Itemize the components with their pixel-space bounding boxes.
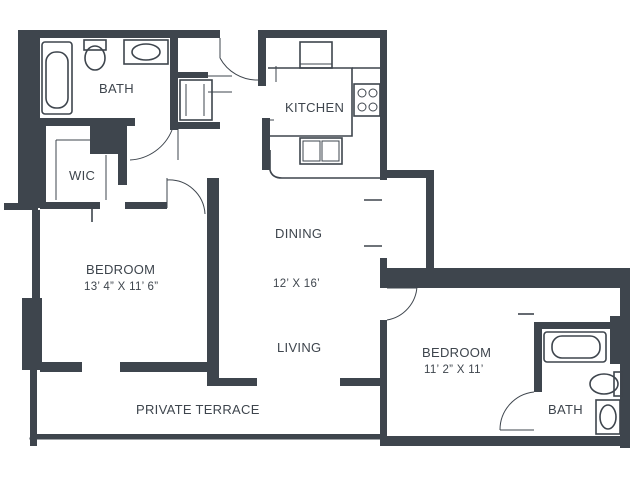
dining-living-dimensions: 12’ X 16’ bbox=[273, 278, 320, 290]
dining-label: DINING bbox=[275, 226, 322, 241]
bedroom-right-dimensions: 11’ 2” X 11’ bbox=[424, 364, 484, 376]
wic-label: WIC bbox=[69, 168, 95, 183]
bedroom-right-label: BEDROOM bbox=[422, 345, 491, 360]
fixtures bbox=[41, 39, 623, 435]
bedroom-left-dimensions: 13’ 4” X 11’ 6” bbox=[84, 281, 158, 293]
bedroom-left-label: BEDROOM bbox=[86, 262, 155, 277]
living-label: LIVING bbox=[277, 340, 321, 355]
doors bbox=[129, 38, 535, 431]
bath-right-label: BATH bbox=[548, 402, 583, 417]
room-labels: BATH KITCHEN WIC DINING 12’ X 16’ LIVING… bbox=[69, 81, 583, 417]
kitchen-label: KITCHEN bbox=[285, 100, 344, 115]
walls bbox=[4, 30, 630, 448]
bath-label: BATH bbox=[99, 81, 134, 96]
private-terrace-label: PRIVATE TERRACE bbox=[136, 402, 260, 417]
